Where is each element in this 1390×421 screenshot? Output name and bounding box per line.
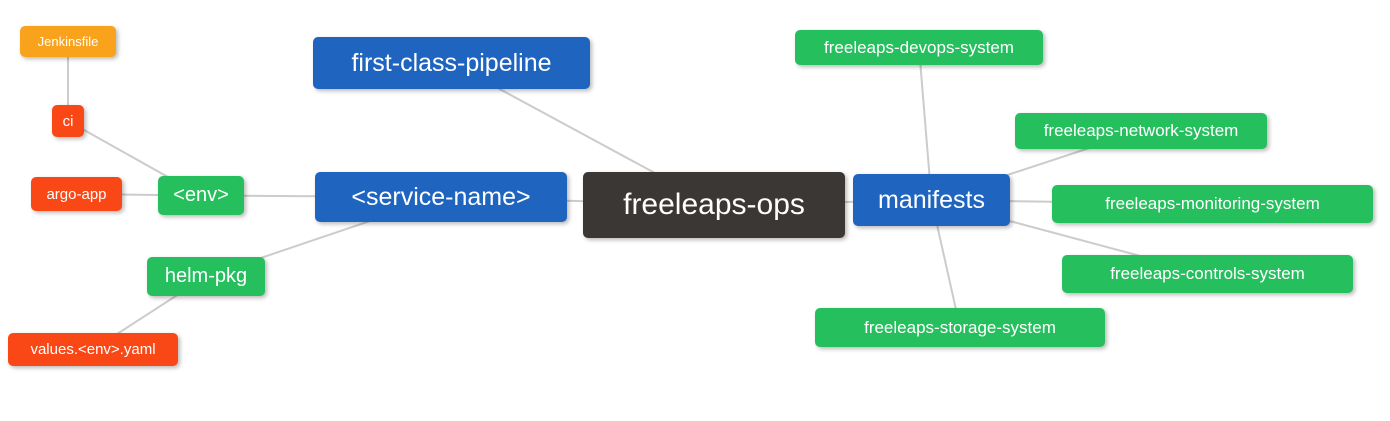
node-jenkinsfile[interactable]: Jenkinsfile bbox=[20, 26, 116, 57]
node-freeleaps-devops-system[interactable]: freeleaps-devops-system bbox=[795, 30, 1043, 65]
node-freeleaps-monitoring-system[interactable]: freeleaps-monitoring-system bbox=[1052, 185, 1373, 223]
node-freeleaps-storage-system[interactable]: freeleaps-storage-system bbox=[815, 308, 1105, 347]
node-service-name[interactable]: <service-name> bbox=[315, 172, 567, 222]
node-helm-pkg[interactable]: helm-pkg bbox=[147, 257, 265, 296]
node-freeleaps-ops[interactable]: freeleaps-ops bbox=[583, 172, 845, 238]
node-freeleaps-network-system[interactable]: freeleaps-network-system bbox=[1015, 113, 1267, 149]
node-argo-app[interactable]: argo-app bbox=[31, 177, 122, 211]
node-first-class-pipeline[interactable]: first-class-pipeline bbox=[313, 37, 590, 89]
node-freeleaps-controls-system[interactable]: freeleaps-controls-system bbox=[1062, 255, 1353, 293]
node-ci[interactable]: ci bbox=[52, 105, 84, 137]
node-values-env-yaml[interactable]: values.<env>.yaml bbox=[8, 333, 178, 366]
node-manifests[interactable]: manifests bbox=[853, 174, 1010, 226]
node-env[interactable]: <env> bbox=[158, 176, 244, 215]
